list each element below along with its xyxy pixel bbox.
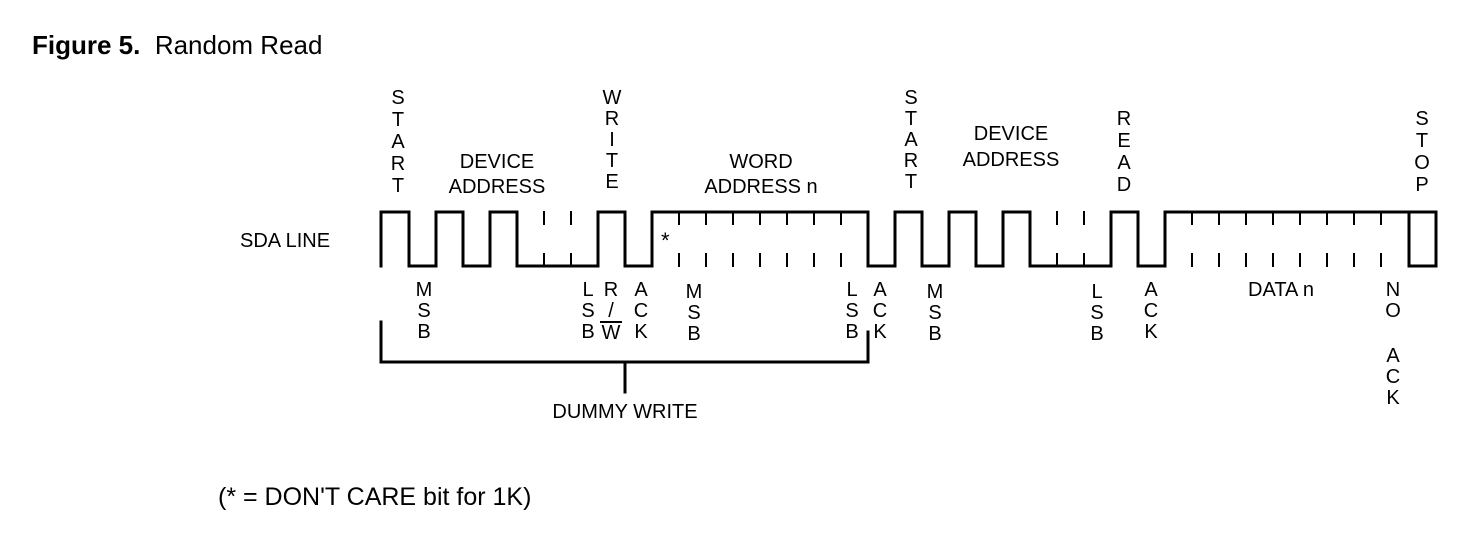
dummy-write-brace	[379, 320, 870, 394]
rw-label-bottom: W	[602, 322, 621, 344]
device-address-2-line-1: DEVICE	[974, 123, 1048, 145]
device-address-1-line-1: DEVICE	[460, 151, 534, 173]
bit-ticks	[543, 211, 1382, 267]
data-label: DATA n	[1248, 279, 1314, 301]
figure-title: Figure 5. Random Read	[32, 28, 322, 62]
device-address-1-line-2: ADDRESS	[449, 176, 546, 198]
footnote: (* = DON'T CARE bit for 1K)	[218, 483, 532, 511]
word-address-line-2: ADDRESS n	[704, 176, 817, 198]
figure-number: Figure 5.	[32, 30, 141, 60]
sda-waveform	[379, 210, 1438, 268]
rw-label-slash: /	[608, 300, 614, 322]
word-address-line-1: WORD	[729, 151, 792, 173]
rw-label-top: R	[604, 279, 618, 301]
dont-care-mark: *	[661, 228, 670, 253]
dummy-write-label: DUMMY WRITE	[552, 401, 697, 423]
sda-line-label: SDA LINE	[240, 230, 330, 252]
figure-caption: Random Read	[154, 30, 323, 60]
device-address-2-line-2: ADDRESS	[963, 149, 1060, 171]
